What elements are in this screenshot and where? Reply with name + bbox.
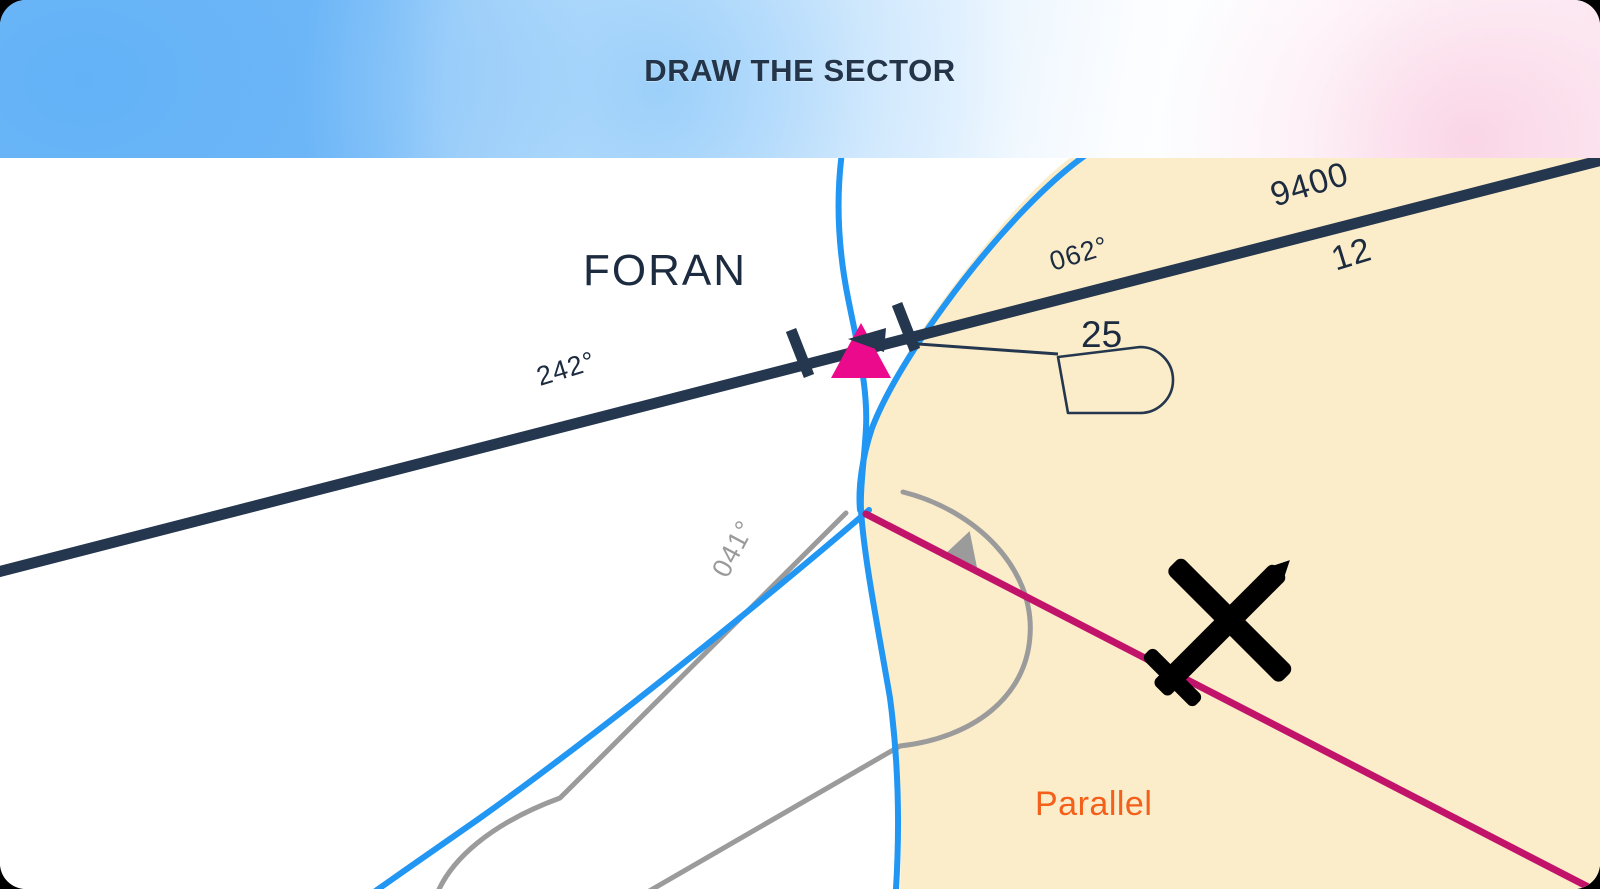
page-title: DRAW THE SECTOR: [644, 53, 956, 88]
sector-boundary-diagonal: [373, 507, 872, 889]
header-bar: DRAW THE SECTOR: [0, 0, 1600, 158]
waypoint-triangle-icon: [831, 323, 891, 378]
airway-tick-west: [785, 327, 815, 379]
chart-canvas: FORAN 242° 062° 041° 9400 12 25 Parallel: [0, 158, 1600, 889]
header-blue-blob2-icon: [300, 0, 1020, 158]
header-pink-blush-icon: [1160, 0, 1600, 158]
dme-banner-outline: [1056, 345, 1175, 415]
dme-leader-line: [861, 338, 1059, 356]
sector-fill-parallel: [859, 158, 1600, 889]
aircraft-symbol-icon: [1143, 558, 1292, 707]
holding-pattern-track: [436, 489, 1033, 889]
sector-diagram: [0, 158, 1600, 889]
aircraft-track-line: [862, 510, 1600, 889]
dme-arrow-icon: [848, 328, 886, 352]
